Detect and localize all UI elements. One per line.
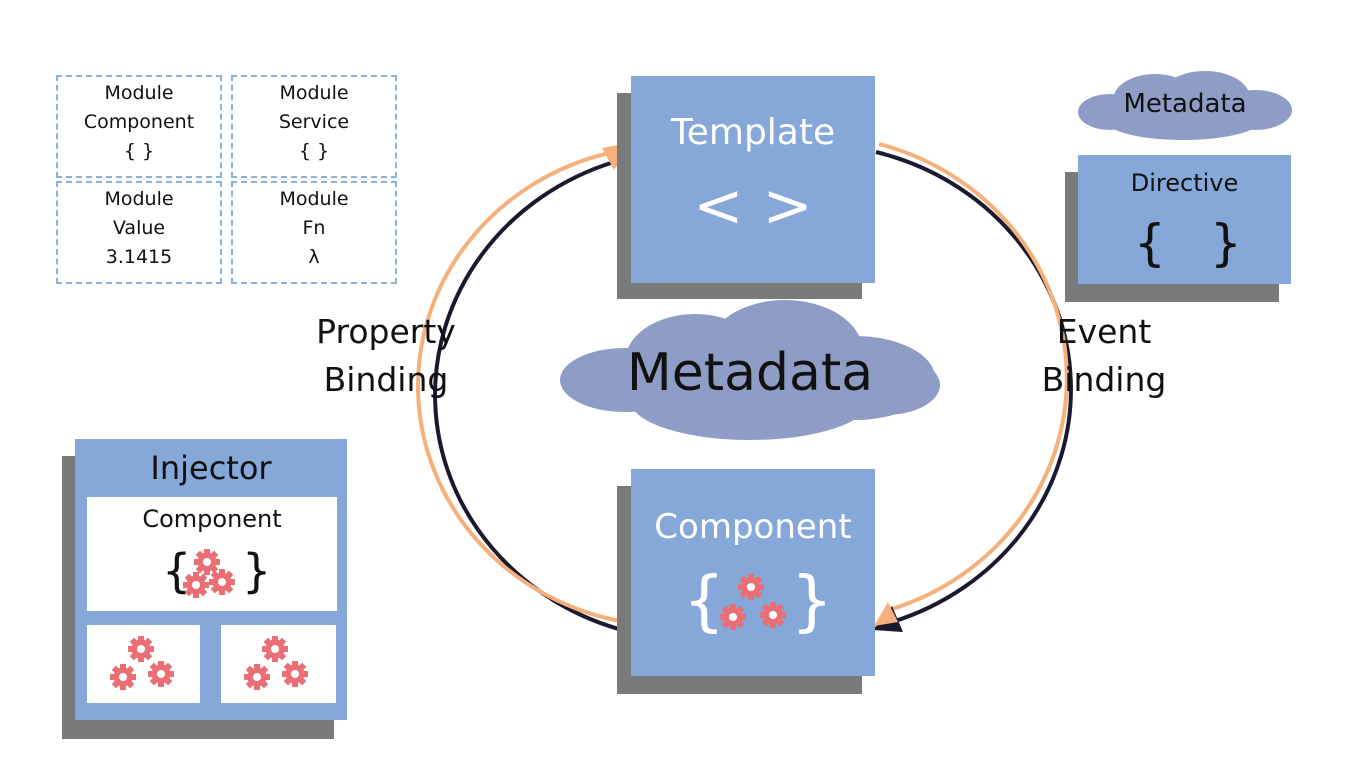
- template-title: Template: [670, 112, 836, 153]
- injector-component-gears: [183, 549, 235, 598]
- module-label: Module: [104, 188, 174, 210]
- module-type: Fn: [302, 217, 326, 239]
- module-component-cell: Module Component { }: [56, 75, 222, 178]
- gear-icon: [244, 664, 270, 690]
- event-binding-arrowhead-orange: [874, 602, 898, 626]
- directive-brace-open: {: [1134, 214, 1166, 272]
- corner-metadata-label: Metadata: [1123, 89, 1247, 119]
- directive-title: Directive: [1130, 169, 1239, 197]
- center-metadata-cloud: [560, 300, 940, 440]
- injector-brace-open: {: [162, 544, 192, 598]
- gear-icon: [738, 574, 764, 600]
- event-binding-line1: Event: [1056, 312, 1152, 351]
- template-box: Template < >: [631, 76, 875, 283]
- component-brace-open: {: [683, 562, 725, 639]
- module-value-cell: Module Value 3.1415: [56, 181, 222, 284]
- gear-icon: [282, 661, 308, 687]
- template-symbol: < >: [693, 171, 813, 241]
- injector-component-panel: Component { }: [87, 497, 337, 611]
- gear-icon: [128, 636, 154, 662]
- directive-box: Directive { }: [1078, 155, 1291, 284]
- module-type: Component: [83, 111, 195, 133]
- property-binding-line1: Property: [316, 312, 456, 351]
- module-label: Module: [279, 188, 349, 210]
- gear-icon: [720, 604, 746, 630]
- corner-metadata-cloud: [1078, 71, 1292, 140]
- module-label: Module: [104, 82, 174, 104]
- module-fn-cell: Module Fn λ: [231, 181, 397, 284]
- injector-gears-panel-right: [221, 625, 336, 703]
- component-box: Component { }: [631, 469, 875, 676]
- gear-icon: [209, 569, 235, 595]
- property-binding-label: Property Binding: [300, 308, 472, 404]
- event-binding-label: Event Binding: [1030, 308, 1178, 404]
- module-label: Module: [279, 82, 349, 104]
- property-binding-line2: Binding: [323, 360, 449, 399]
- injector-gears-right: [244, 636, 308, 690]
- event-binding-arrow-orange: [878, 142, 1069, 612]
- component-title: Component: [654, 507, 852, 547]
- gear-icon: [148, 661, 174, 687]
- event-binding-line2: Binding: [1041, 360, 1167, 399]
- injector-gears-panel-left: [87, 625, 200, 703]
- directive-brace-close: }: [1210, 214, 1242, 272]
- gear-icon: [183, 572, 209, 598]
- module-value: λ: [308, 246, 320, 268]
- module-service-cell: Module Service { }: [231, 75, 397, 178]
- gear-icon: [194, 549, 220, 575]
- gear-icon: [760, 602, 786, 628]
- gear-icon: [110, 664, 136, 690]
- injector-brace-close: }: [242, 544, 272, 598]
- injector-box: Injector Component { }: [75, 439, 347, 720]
- component-brace-close: }: [791, 562, 833, 639]
- center-metadata-label: Metadata: [626, 343, 874, 403]
- module-value: 3.1415: [105, 246, 173, 268]
- injector-title: Injector: [150, 449, 272, 487]
- module-type: Value: [112, 217, 166, 239]
- injector-gears-left: [110, 636, 174, 690]
- module-value: { }: [123, 140, 155, 162]
- module-type: Service: [278, 111, 350, 133]
- module-value: { }: [298, 140, 330, 162]
- injector-component-label: Component: [142, 505, 282, 533]
- component-gears: [720, 574, 786, 630]
- event-binding-arrow-dark: [875, 150, 1073, 624]
- property-binding-arrow-orange: [416, 151, 626, 624]
- gear-icon: [262, 636, 288, 662]
